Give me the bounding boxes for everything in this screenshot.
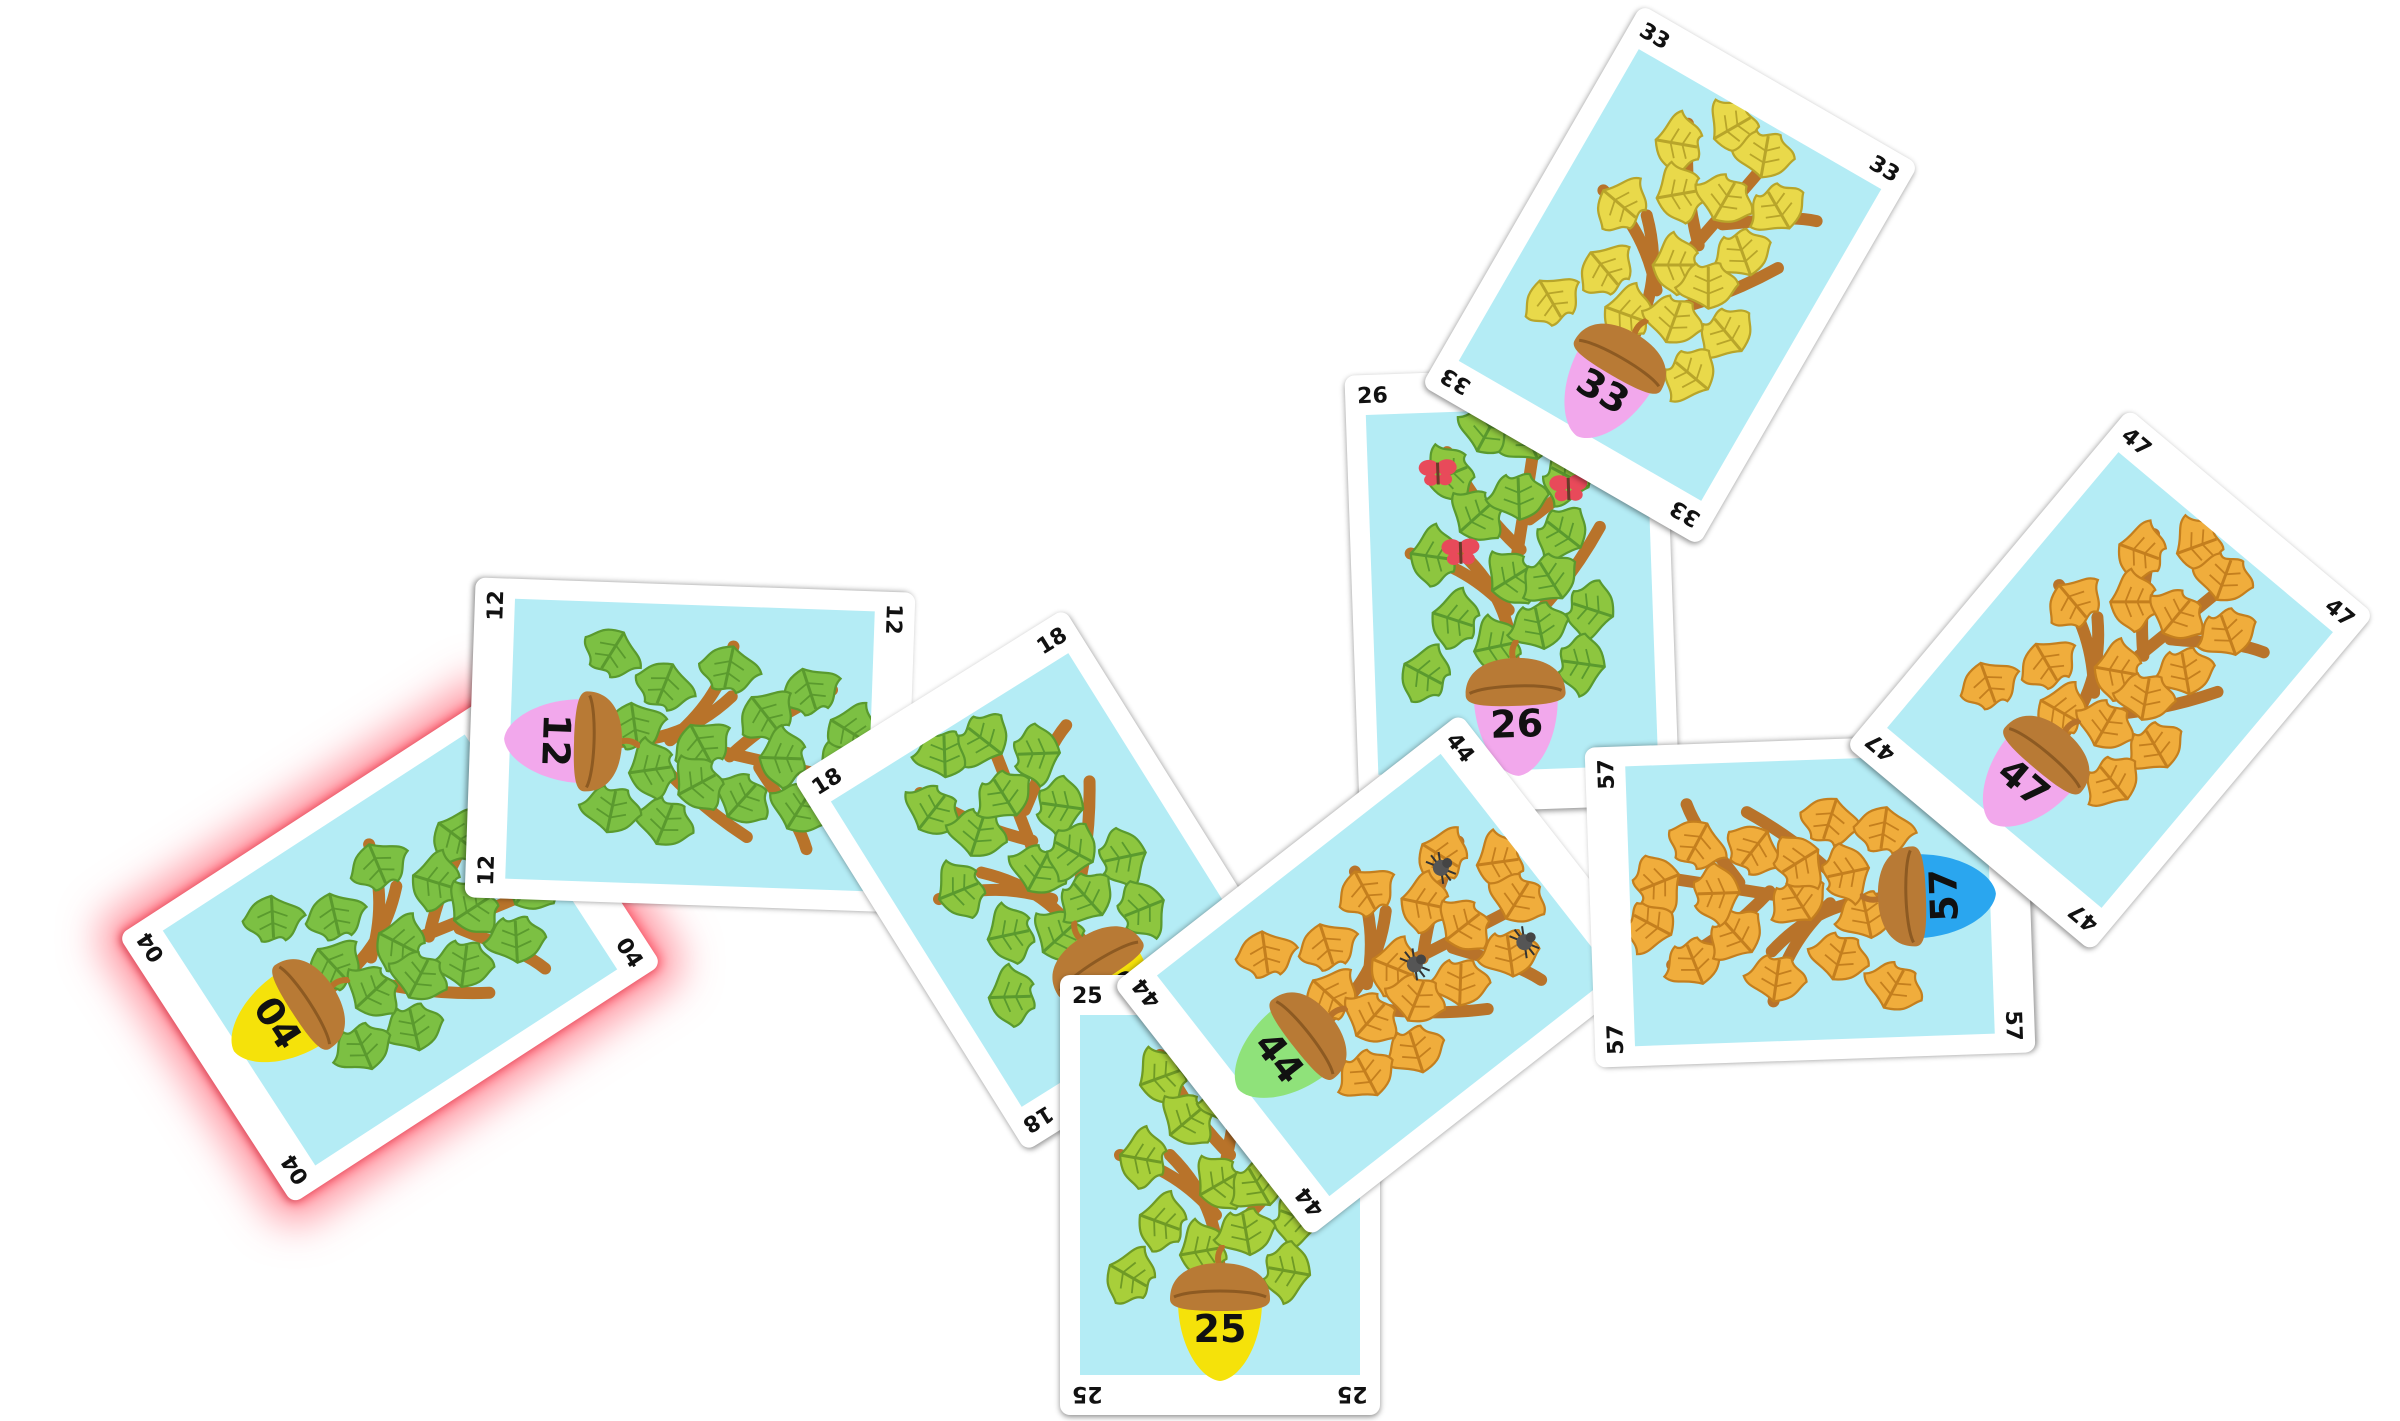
card-57[interactable]: 57 57 57 57 57 [1584,732,2036,1068]
acorn-icon: 12 [498,678,642,803]
acorn-icon: 04 [198,927,381,1104]
card-corner-number: 25 [1068,983,1107,1011]
card-corner-number: 12 [472,850,503,891]
card-number: 12 [533,713,579,768]
acorn-icon: 26 [1454,638,1579,782]
card-47[interactable]: 47 47 47 47 47 [1846,408,2374,952]
card-corner-number: 25 [1333,1379,1372,1407]
acorn-icon: 25 [1160,1245,1280,1385]
acorn-icon: 47 [1942,680,2124,864]
card-33[interactable]: 33 33 33 33 33 [1421,4,1919,546]
acorn-icon: 33 [1523,288,1697,469]
card-12[interactable]: 12 12 12 12 12 [464,577,916,913]
card-corner-number: 25 [1068,1379,1107,1407]
spider-icon [1425,851,1457,884]
card-number: 57 [1921,868,1967,923]
card-corner-number: 12 [877,599,908,640]
card-corner-number: 26 [1352,382,1393,412]
butterfly-icon [1441,538,1480,566]
card-corner-number: 57 [1602,1019,1632,1060]
oak-tree-illustration [505,598,875,892]
spider-icon [1399,948,1431,981]
card-44[interactable]: 44 44 44 44 44 [1113,713,1657,1237]
card-corner-number: 12 [482,585,512,626]
spider-icon [1509,926,1540,959]
acorn-icon: 44 [1198,959,1382,1140]
card-18[interactable]: 18 18 18 18 18 [792,608,1298,1152]
card-number: 25 [1193,1307,1247,1351]
card-corner-number: 57 [1997,1005,2028,1046]
acorn-icon: 57 [1858,833,2002,958]
oak-tree-illustration [1458,49,1882,501]
butterfly-icon [1418,459,1457,486]
oak-tree-illustration [1625,753,1995,1047]
card-corner-number: 57 [1592,754,1623,795]
